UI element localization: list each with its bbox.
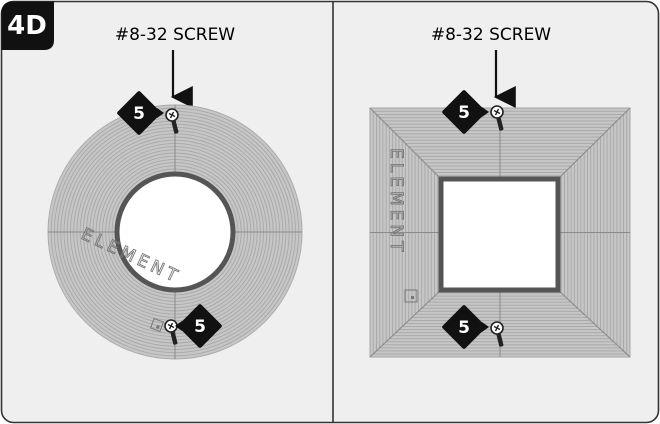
element-mark-icon: [404, 289, 418, 303]
element-mark-icon: [149, 317, 165, 333]
svg-text:5: 5: [458, 103, 470, 123]
left-callout-label: #8-32 SCREW: [115, 25, 235, 45]
step-number: 4D: [7, 11, 47, 41]
left-panel: #8-32 SCREW ELEMENT 5 5: [47, 25, 303, 360]
right-callout-label: #8-32 SCREW: [431, 25, 551, 45]
svg-text:5: 5: [133, 104, 145, 124]
right-element-imprint: ELEMENT: [386, 148, 406, 255]
right-top-step-badge: 5: [441, 89, 489, 135]
svg-text:5: 5: [458, 318, 470, 338]
left-bottom-step-badge: 5: [175, 303, 223, 349]
svg-text:5: 5: [194, 317, 206, 337]
right-bottom-step-badge: 5: [441, 304, 489, 350]
left-top-step-badge: 5: [116, 90, 164, 136]
right-panel: #8-32 SCREW ELEMENT 5 5: [369, 25, 631, 358]
step-label: 4D: [1, 1, 54, 50]
square-coil-filter: [369, 107, 631, 358]
